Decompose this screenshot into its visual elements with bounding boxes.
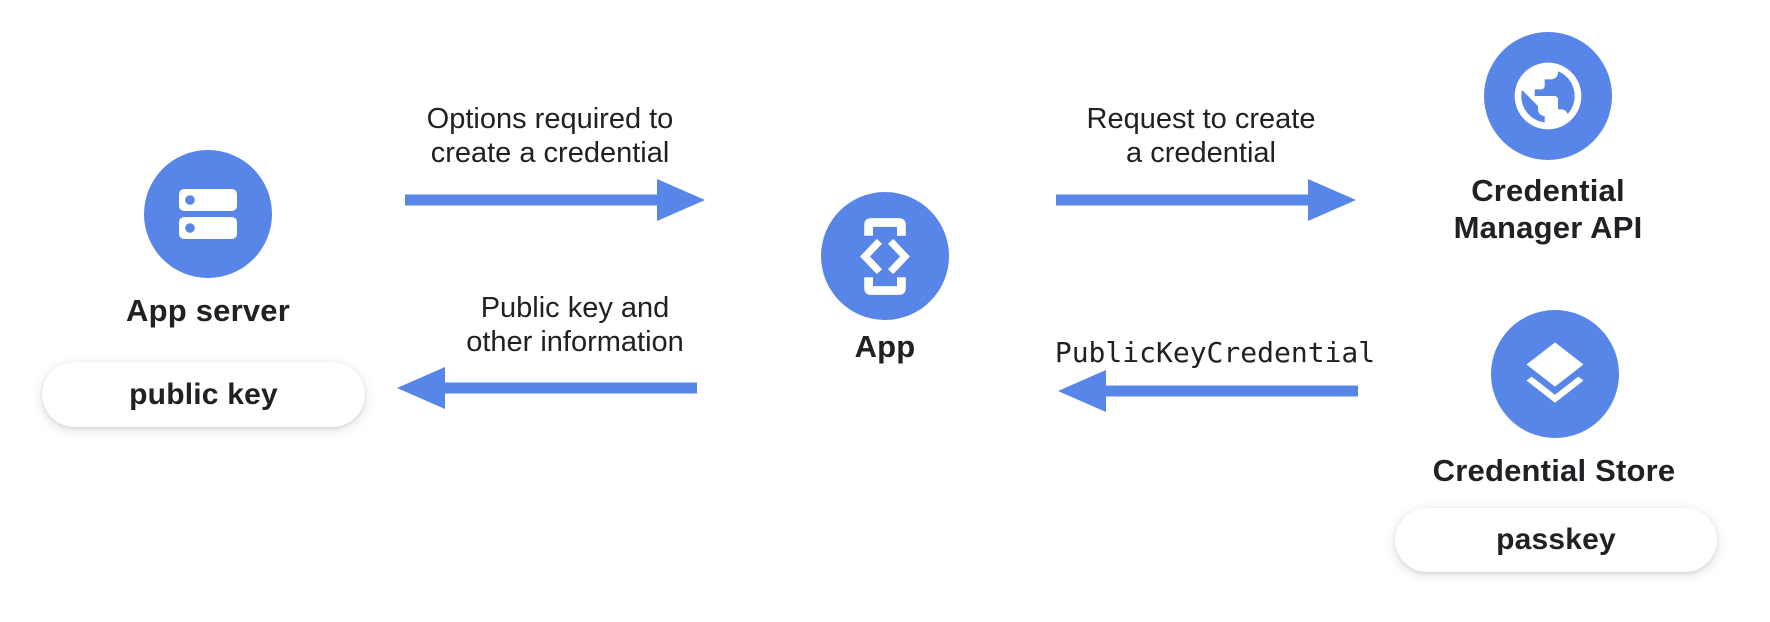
request-arrow-right [1056,176,1356,224]
public-key-credential-arrow-left [1058,367,1358,415]
app-server-circle [144,150,272,278]
credential-manager-api-circle [1484,32,1612,160]
globe-icon [1514,62,1582,130]
app-circle [821,192,949,320]
public-key-badge-label: public key [129,377,278,411]
credential-store-circle [1491,310,1619,438]
layers-icon [1526,342,1584,403]
arrow-left-icon [1058,370,1358,412]
app-server-label: App server [126,293,290,328]
options-arrow-label: Options required to create a credential [426,103,674,169]
public-key-badge: public key [42,362,365,427]
public-key-info-arrow-label: Public key and other information [466,292,684,358]
passkey-badge: passkey [1395,508,1717,572]
credential-store-label: Credential Store [1432,453,1676,488]
public-key-credential-label: PublicKeyCredential [1054,336,1376,369]
credential-manager-api-label: Credential Manager API [1453,173,1643,245]
arrow-right-icon [1056,179,1356,221]
passkey-badge-label: passkey [1496,523,1616,556]
server-icon [179,189,237,239]
app-label: App [854,329,916,364]
arrow-right-icon [405,179,705,221]
public-key-info-arrow-left [397,364,697,412]
arrow-left-icon [397,367,697,409]
code-phone-icon [860,217,910,295]
options-arrow-right [405,176,705,224]
request-arrow-label: Request to create a credential [1086,103,1316,169]
